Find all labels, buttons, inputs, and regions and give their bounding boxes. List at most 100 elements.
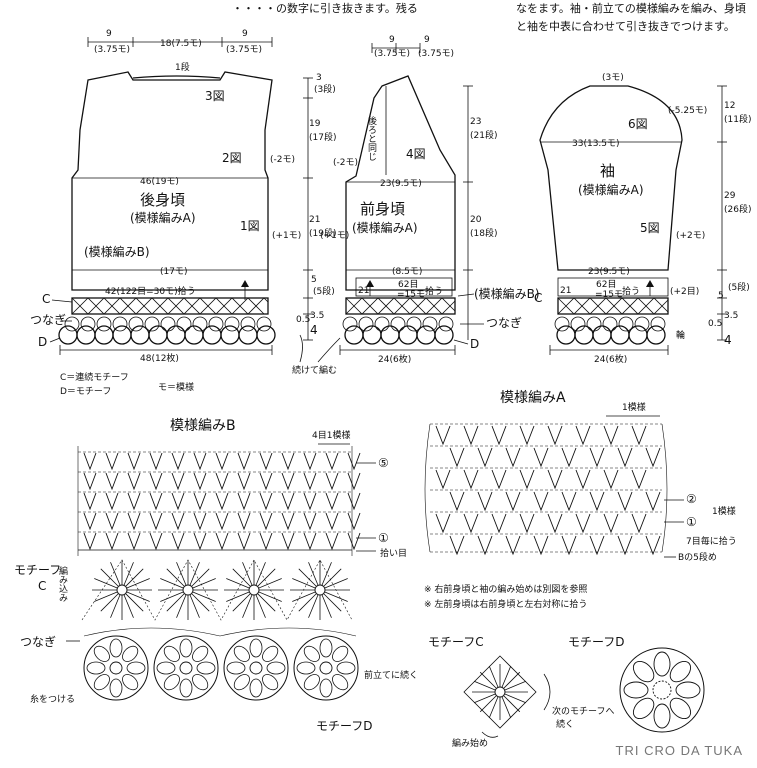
pattern-a-fan — [547, 469, 563, 490]
motif-d-petal — [262, 645, 279, 662]
pattern-b-fan — [347, 472, 361, 491]
motif-d-petal — [233, 674, 250, 691]
motif-d-petal — [332, 645, 349, 662]
motif-d-petal — [93, 674, 110, 691]
back-bottom: 48(12枚) — [140, 352, 179, 364]
pattern-a-fan — [617, 491, 633, 512]
pattern-b-row5: ⑤ — [378, 456, 389, 470]
sleeve-pickup-stitch: 62目 — [596, 279, 616, 290]
sleeve-title: 袖 — [600, 162, 615, 180]
pattern-b-fan — [83, 532, 97, 551]
pattern-a-repeat: 1模様 — [622, 401, 646, 413]
pattern-b-fan — [215, 492, 229, 511]
pattern-b-fan — [83, 512, 97, 531]
back-title: 後身頃 — [140, 191, 185, 209]
pattern-b-fan — [325, 532, 339, 551]
mid-d5-rows: (5段) — [313, 285, 335, 297]
pattern-a-fan — [547, 513, 563, 534]
pattern-a-fan — [463, 425, 479, 446]
sleeve-pickup-21: 21 — [560, 286, 571, 296]
motif-d-petal — [249, 678, 263, 698]
back-pattern-b: (模様編みB) — [84, 244, 150, 259]
back-label-join: つなぎ — [30, 313, 66, 327]
motif-c-link — [81, 559, 353, 621]
legend-d: D＝モチーフ — [60, 386, 111, 397]
motif-d-petal — [109, 678, 123, 698]
motif-c-arrow — [543, 673, 551, 711]
pattern-b-fan — [237, 512, 251, 531]
mid-d21: 21 — [309, 215, 320, 225]
motif-d-petal — [669, 697, 692, 720]
back-bodice: 9 (3.75モ) 18(7.5モ) 9 (3.75モ) 1段 3図 2図 1図… — [30, 29, 301, 364]
front-pattern-b-c: (模様編みB) — [474, 286, 540, 301]
motif-d-petal — [332, 674, 349, 691]
motif-d-center — [319, 661, 333, 675]
motif-c-next-b: 続く — [556, 718, 574, 730]
pattern-b-fan — [171, 532, 185, 551]
pattern-a-fan — [477, 491, 493, 512]
pattern-a-fan — [449, 491, 465, 512]
pattern-a-fan — [547, 425, 563, 446]
mid-d4: 4 — [310, 323, 318, 337]
pattern-b-fan — [303, 512, 317, 531]
mid-top3-rows: (3段) — [314, 83, 336, 95]
pattern-a-row1: ① — [686, 515, 697, 529]
front-subtitle: (模様編みA) — [352, 220, 418, 235]
pattern-b-motif-c-letter: C — [38, 579, 46, 593]
pattern-a-fan — [603, 425, 619, 446]
pattern-b-fan — [325, 512, 339, 531]
motif-d-petal — [109, 638, 123, 658]
motif-d-center — [109, 661, 123, 675]
pattern-b-pickup: 拾い目 — [380, 547, 407, 559]
motif-d-petal — [126, 661, 146, 675]
mid-top3: 3 — [316, 73, 322, 83]
pattern-b-fan — [105, 532, 119, 551]
mid-d35: 3.5 — [310, 311, 324, 321]
pattern-b-fan — [325, 472, 339, 491]
pattern-a-pickup7: 7目毎に拾う — [686, 535, 737, 547]
sleeve-d12: 12 — [724, 101, 735, 111]
pattern-b-fan — [303, 472, 317, 491]
credit-watermark: TRI CRO DA TUKA — [615, 743, 743, 758]
pattern-a-fan — [463, 513, 479, 534]
motif-d-outline — [293, 635, 359, 701]
front-same-as-back: 後ろと同じ — [366, 115, 377, 161]
pattern-a-note1: ※ 右前身頃と袖の編み始めは別図を参照 — [424, 583, 587, 595]
motif-d-petal — [86, 661, 106, 675]
front-width-85: (8.5モ) — [392, 267, 422, 277]
pattern-b-fan — [237, 532, 251, 551]
pattern-b-fan — [127, 492, 141, 511]
mid-d05: 0.5 — [296, 315, 310, 325]
pattern-a-fan — [645, 535, 661, 556]
pattern-b-fan — [105, 492, 119, 511]
sleeve-d29-rows: (26段) — [724, 203, 751, 215]
mid-d19: 19 — [309, 119, 321, 129]
front-d20-rows: (18段) — [470, 227, 497, 239]
pattern-a-fan — [491, 425, 507, 446]
pattern-b-fan — [347, 512, 361, 531]
front-d20: 20 — [470, 215, 482, 225]
front-bottom: 24(6枚) — [378, 353, 411, 365]
front-pickup-21: 21 — [358, 286, 369, 296]
pattern-b-chart: 模様編みB 4目1模様 ⑤ ① 拾い目 モチーフ C 編み込み つなぎ 前立てに… — [14, 418, 418, 733]
back-plus1: (+1モ) — [272, 231, 301, 241]
pattern-b-fan — [281, 452, 295, 471]
legend: C＝連続モチーフ D＝モチーフ モ＝模様 続けて編む — [60, 334, 341, 397]
pattern-b-front-edge: 前立てに続く — [364, 669, 418, 681]
pattern-a-fan — [519, 425, 535, 446]
sleeve-fig6: 6図 — [628, 117, 648, 131]
pattern-b-fan — [325, 452, 339, 471]
pattern-a-fan — [477, 535, 493, 556]
sleeve-d35: 3.5 — [724, 311, 738, 321]
motif-d-outline — [619, 647, 705, 733]
sleeve-minus525: (-5.25モ) — [668, 106, 707, 116]
motif-d-petal — [196, 661, 216, 675]
pattern-b-fan — [281, 532, 295, 551]
motif-d-petal — [93, 645, 110, 662]
motif-d-outline — [83, 635, 149, 701]
sleeve-d5: 5 — [718, 291, 724, 301]
pattern-a-fan — [575, 469, 591, 490]
motif-d-petal — [226, 661, 246, 675]
pattern-a-fan — [575, 513, 591, 534]
motif-d-join-row — [83, 627, 357, 637]
